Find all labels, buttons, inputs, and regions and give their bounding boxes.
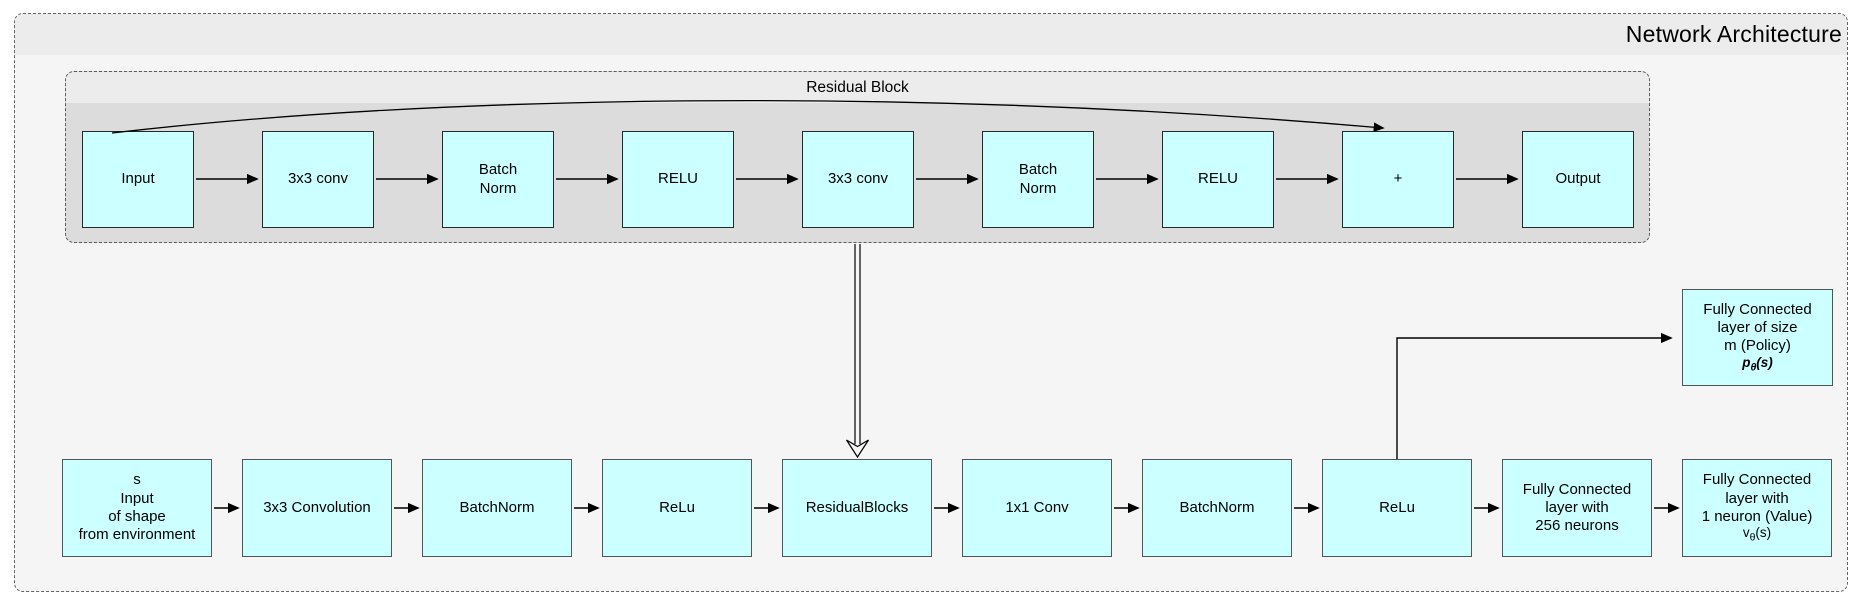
policy-head-node: Fully Connected layer of size m (Policy)… [1682, 289, 1833, 386]
residual-node-relu-2: RELU [1162, 131, 1274, 228]
panel-title-bar: Network Architecture [15, 14, 1847, 55]
residual-node-output: Output [1522, 131, 1634, 228]
main-node-1x1-conv: 1x1 Conv [962, 459, 1112, 557]
residual-node-3x3-conv-2: 3x3 conv [802, 131, 914, 228]
policy-formula: pθ(s) [1742, 354, 1773, 374]
residual-node-3x3-conv-1: 3x3 conv [262, 131, 374, 228]
policy-head-label: Fully Connected layer of size m (Policy) [1703, 300, 1812, 355]
residual-node-add: + [1342, 131, 1454, 228]
diagram-title: Network Architecture [1625, 21, 1842, 47]
residual-node-batch-norm-1: Batch Norm [442, 131, 554, 228]
main-node-batchnorm-2: BatchNorm [1142, 459, 1292, 557]
main-node-batchnorm-1: BatchNorm [422, 459, 572, 557]
main-node-residual-blocks: ResidualBlocks [782, 459, 932, 557]
residual-block-header: Residual Block [66, 72, 1649, 103]
fc-value-label: Fully Connected layer with 1 neuron (Val… [1701, 471, 1813, 525]
residual-node-relu-1: RELU [622, 131, 734, 228]
main-node-state-input: s Input of shape from environment [62, 459, 212, 557]
main-node-relu-2: ReLu [1322, 459, 1472, 557]
residual-block-title: Residual Block [806, 78, 909, 96]
main-node-3x3-convolution: 3x3 Convolution [242, 459, 392, 557]
residual-node-batch-norm-2: Batch Norm [982, 131, 1094, 228]
main-node-relu-1: ReLu [602, 459, 752, 557]
main-node-fc-value: Fully Connected layer with 1 neuron (Val… [1682, 459, 1832, 557]
main-node-fc-256: Fully Connected layer with 256 neurons [1502, 459, 1652, 557]
value-formula: vθ(s) [1742, 525, 1772, 544]
residual-node-input: Input [82, 131, 194, 228]
